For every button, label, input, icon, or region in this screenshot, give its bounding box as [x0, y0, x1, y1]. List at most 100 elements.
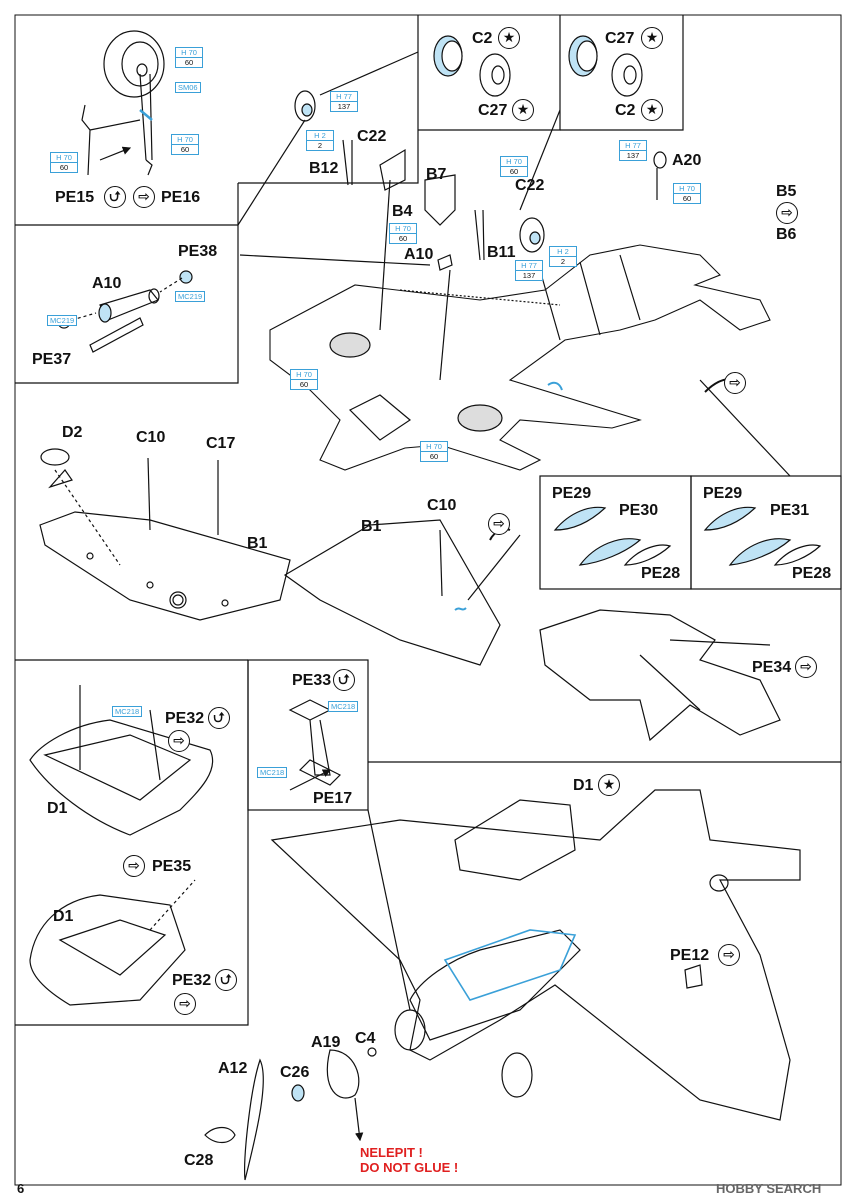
- label-c4: C4: [355, 1030, 376, 1047]
- label-pe30: PE30: [619, 502, 659, 519]
- label-b1: B1: [247, 535, 268, 552]
- label-c27: C27: [478, 102, 508, 119]
- label-c10: C10: [136, 429, 166, 446]
- label-pe38: PE38: [178, 243, 218, 260]
- wheel-drawing-1: [103, 30, 165, 98]
- d2-drawing: [40, 448, 70, 466]
- label-pe34: PE34: [752, 659, 792, 676]
- label-c10: C10: [427, 497, 457, 514]
- panel-frame-wheel-1: [238, 15, 419, 184]
- bend-icon: ⮍: [208, 707, 230, 729]
- label-a19: A19: [311, 1034, 341, 1051]
- label-pe29: PE29: [552, 485, 592, 502]
- mc-code-box: MC218: [328, 701, 359, 712]
- label-pe15: PE15: [55, 189, 95, 206]
- label-a20: A20: [672, 152, 702, 169]
- label-b5: B5: [776, 183, 797, 200]
- reverse-side-icon: ⇨: [724, 372, 746, 394]
- option-icon: ★: [598, 774, 620, 796]
- label-pe17: PE17: [313, 790, 353, 807]
- panel-frame-pe33: [247, 659, 369, 811]
- wing-left-drawing: [39, 511, 291, 621]
- label-a12: A12: [218, 1060, 248, 1077]
- label-c28: C28: [184, 1152, 214, 1169]
- watermark: HOBBY SEARCH: [716, 1181, 822, 1196]
- warning-line-1: NELEPIT !: [360, 1145, 423, 1160]
- label-c17: C17: [206, 435, 236, 452]
- d1-canopy-drawing: [454, 799, 576, 881]
- airframe-top-drawing: [269, 244, 771, 471]
- panel-frame-pe31: [690, 475, 842, 590]
- label-c27: C27: [605, 30, 635, 47]
- reverse-side-icon: ⇨: [488, 513, 510, 535]
- option-icon: ★: [641, 99, 663, 121]
- option-icon: ★: [641, 27, 663, 49]
- no-glue-warning: NELEPIT ! DO NOT GLUE !: [360, 1145, 458, 1175]
- label-b6: B6: [776, 226, 797, 243]
- label-c26: C26: [280, 1064, 310, 1081]
- propeller-drawing: [244, 1058, 264, 1181]
- label-pe37: PE37: [32, 351, 72, 368]
- mc-code-box: MC218: [112, 706, 143, 717]
- label-b12: B12: [309, 160, 339, 177]
- label-pe31: PE31: [770, 502, 810, 519]
- label-a10: A10: [404, 246, 434, 263]
- label-b4: B4: [392, 203, 413, 220]
- mc-code-box: SM06: [175, 82, 201, 93]
- label-d2: D2: [62, 424, 83, 441]
- reverse-side-icon: ⇨: [795, 656, 817, 678]
- label-pe28: PE28: [641, 565, 681, 582]
- label-pe32: PE32: [172, 972, 212, 989]
- label-c2: C2: [472, 30, 493, 47]
- label-d1: D1: [573, 777, 594, 794]
- label-pe29: PE29: [703, 485, 743, 502]
- label-pe33: PE33: [292, 672, 332, 689]
- label-pe12: PE12: [670, 947, 710, 964]
- option-icon: ★: [512, 99, 534, 121]
- reverse-side-icon: ⇨: [776, 202, 798, 224]
- canopy-open-drawing: [29, 719, 214, 836]
- b7-door-drawing: [424, 174, 456, 226]
- wing-center-drawing: [283, 519, 501, 666]
- mc-code-box: MC219: [47, 315, 78, 326]
- bend-icon: ⮍: [333, 669, 355, 691]
- label-pe16: PE16: [161, 189, 201, 206]
- label-pe32: PE32: [165, 710, 205, 727]
- label-c22: C22: [357, 128, 387, 145]
- label-d1: D1: [53, 908, 74, 925]
- warning-line-2: DO NOT GLUE !: [360, 1160, 459, 1175]
- option-icon: ★: [498, 27, 520, 49]
- page-number: 6: [17, 1181, 25, 1196]
- label-b1: B1: [361, 518, 382, 535]
- bend-icon: ⮍: [104, 186, 126, 208]
- page-border: [14, 14, 842, 1186]
- label-b11: B11: [487, 244, 516, 261]
- panel-frame-left-1: [15, 224, 239, 384]
- bend-icon: ⮍: [215, 969, 237, 991]
- reverse-side-icon: ⇨: [123, 855, 145, 877]
- label-a10: A10: [92, 275, 122, 292]
- label-c2: C2: [615, 102, 636, 119]
- label-pe35: PE35: [152, 858, 192, 875]
- label-b7: B7: [426, 166, 447, 183]
- tail-drawing: [539, 609, 781, 742]
- reverse-side-icon: ⇨: [133, 186, 155, 208]
- reverse-side-icon: ⇨: [168, 730, 190, 752]
- canopy-closed-drawing: [29, 894, 186, 1006]
- label-c22: C22: [515, 177, 545, 194]
